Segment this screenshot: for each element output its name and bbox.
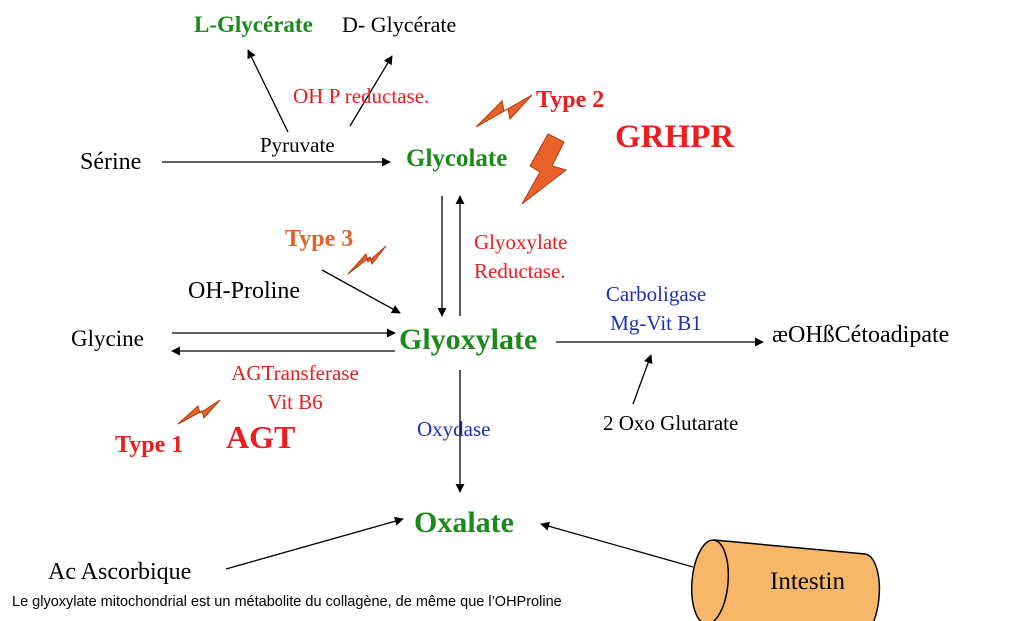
node-serine: Sérine xyxy=(80,149,142,175)
node-intestin: Intestin xyxy=(770,568,845,595)
node-glycolate: Glycolate xyxy=(406,145,508,172)
caption-text: Le glyoxylate mitochondrial est un métab… xyxy=(12,594,562,610)
node-glycine: Glycine xyxy=(71,326,144,351)
enzyme-agt-line1: AGTransferase xyxy=(231,361,359,385)
enzyme-carboligase-line1: Carboligase xyxy=(605,282,707,306)
node-pyruvate: Pyruvate xyxy=(260,133,335,157)
lightning-bolt-icon xyxy=(521,133,568,205)
lightning-bolt-icon xyxy=(475,94,533,128)
deficit-type1: Type 1 xyxy=(115,432,184,458)
enzyme-glyoxylate-reductase-line1: Glyoxylate xyxy=(474,230,568,254)
node-oxo-glutarate: 2 Oxo Glutarate xyxy=(603,411,739,435)
arrow-intestin-to-oxalate xyxy=(540,521,694,568)
deficit-type2: Type 2 xyxy=(536,87,605,113)
node-ketoadipate: æOHßCétoadipate xyxy=(772,322,950,348)
node-d-glycerate: D- Glycérate xyxy=(342,12,457,37)
arrow-ohproline-to-glyoxylate xyxy=(321,269,401,314)
arrow-pyruvate-to-d-glycerate xyxy=(349,55,393,127)
node-oh-proline: OH-Proline xyxy=(188,278,300,304)
arrow-pyruvate-to-l-glycerate xyxy=(247,49,289,133)
enzyme-carboligase-line2: Mg-Vit B1 xyxy=(610,311,702,335)
arrow-oxoglutarate-to-carboligase xyxy=(632,354,653,405)
deficit-agt: AGT xyxy=(226,419,296,455)
lightning-bolt-icon xyxy=(347,245,387,275)
node-l-glycerate: L-Glycérate xyxy=(194,12,313,37)
deficit-type3: Type 3 xyxy=(285,226,354,252)
enzyme-glyoxylate-reductase-line2: Reductase. xyxy=(474,259,566,283)
arrow-ascorbique-to-oxalate xyxy=(225,516,404,570)
node-glyoxylate: Glyoxylate xyxy=(399,323,538,356)
enzyme-oxydase: Oxydase xyxy=(417,417,491,441)
enzyme-oh-p-reductase: OH P reductase. xyxy=(293,84,430,108)
node-oxalate: Oxalate xyxy=(414,506,514,539)
deficit-grhpr: GRHPR xyxy=(615,119,735,155)
node-ac-ascorbique: Ac Ascorbique xyxy=(48,559,192,585)
enzyme-agt-line2: Vit B6 xyxy=(267,390,323,414)
lightning-bolt-icon xyxy=(177,399,221,425)
intestin-cylinder-icon xyxy=(690,539,881,621)
